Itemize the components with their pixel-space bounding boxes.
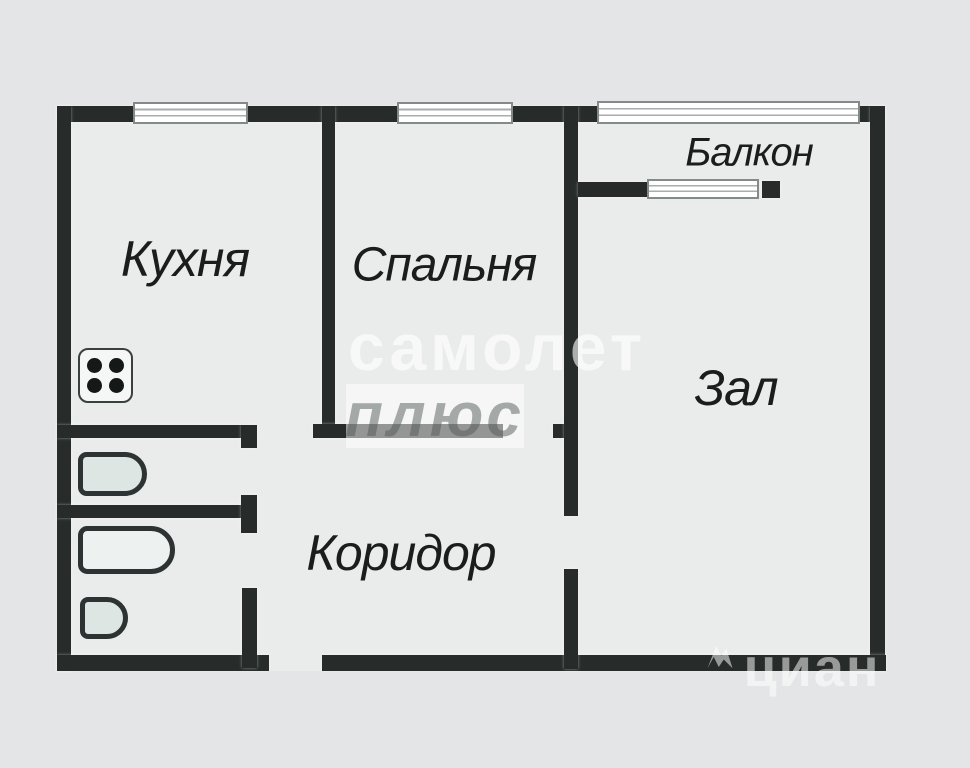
stove-icon [78,348,133,403]
cian-logo-icon [707,645,733,669]
stove-burner-icon [87,378,103,394]
wall-kitchen-door-stub [241,425,257,448]
room-label-corridor: Коридор [306,525,496,581]
room-label-hall: Зал [694,360,778,416]
outer-wall-bottom-left [57,655,269,671]
window-balcony-outer [597,101,860,124]
wall-kitchen-bottom [57,425,241,438]
wall-toilet-bath-divider [57,505,241,518]
window-kitchen [133,102,248,124]
sink-icon [80,597,128,639]
wall-hall-left-upper [564,106,578,516]
room-label-balcony: Балкон [685,130,814,175]
watermark-samolet: самолет [347,310,647,384]
toilet-icon [78,452,147,496]
wall-balcony-block [762,181,780,198]
wall-balcony-left [578,182,647,197]
outer-wall-bottom-right [322,655,886,671]
stove-burner-icon [108,378,124,394]
room-label-bedroom: Спальня [351,238,538,292]
window-bedroom [397,102,513,124]
window-balcony-inner [647,179,759,199]
wall-toilet-door-stub [241,495,257,533]
wall-hall-left-lower [564,569,578,669]
stove-burner-icon [87,357,103,373]
outer-wall-right [870,106,885,671]
wall-kitchen-bedroom [322,106,335,437]
wall-bathroom-right [242,588,257,668]
outer-wall-left [57,106,71,671]
watermark-cian: циан [743,638,881,698]
watermark-plus-box: плюс [345,381,525,450]
room-label-kitchen: Кухня [120,231,250,287]
stove-burner-icon [108,357,124,373]
watermark-plus: плюс [345,381,525,450]
bathtub-icon [78,526,175,574]
